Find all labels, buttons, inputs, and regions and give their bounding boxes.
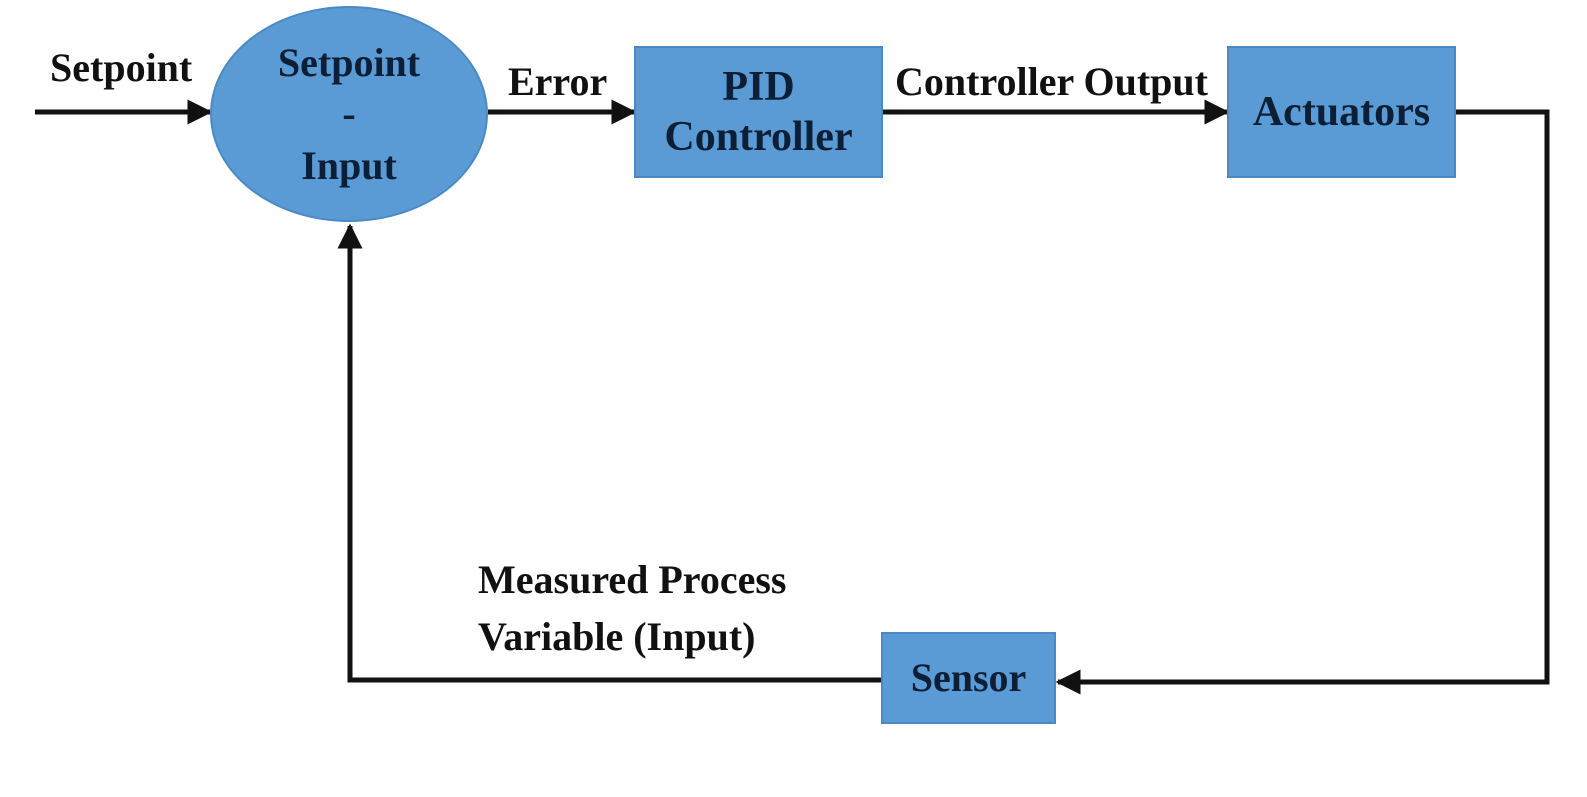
actuators-block: Actuators bbox=[1227, 46, 1456, 178]
setpoint-label: Setpoint bbox=[50, 45, 193, 90]
feedback-wire bbox=[337, 223, 881, 683]
sensor-block: Sensor bbox=[881, 632, 1056, 724]
actuators-label: Actuators bbox=[1252, 88, 1431, 135]
summing-junction-line1: Setpoint bbox=[277, 40, 421, 86]
summing-junction-line2: - bbox=[342, 91, 356, 137]
feedback-label-line2: Variable (Input) bbox=[478, 613, 756, 659]
summing-junction-line3: Input bbox=[301, 142, 397, 188]
sensor-label: Sensor bbox=[910, 655, 1027, 700]
actuator-to-sensor-wire bbox=[1055, 109, 1550, 695]
summing-junction: Setpoint - Input bbox=[210, 6, 488, 222]
error-label: Error bbox=[508, 59, 608, 104]
feedback-label: Measured Process Variable (Input) bbox=[478, 552, 786, 666]
pid-controller-line1: PID bbox=[722, 63, 795, 110]
controller-output-label: Controller Output bbox=[895, 59, 1208, 104]
pid-controller-line2: Controller bbox=[664, 114, 853, 160]
feedback-label-line1: Measured Process bbox=[478, 557, 787, 602]
pid-controller-block: PID Controller bbox=[634, 46, 883, 178]
